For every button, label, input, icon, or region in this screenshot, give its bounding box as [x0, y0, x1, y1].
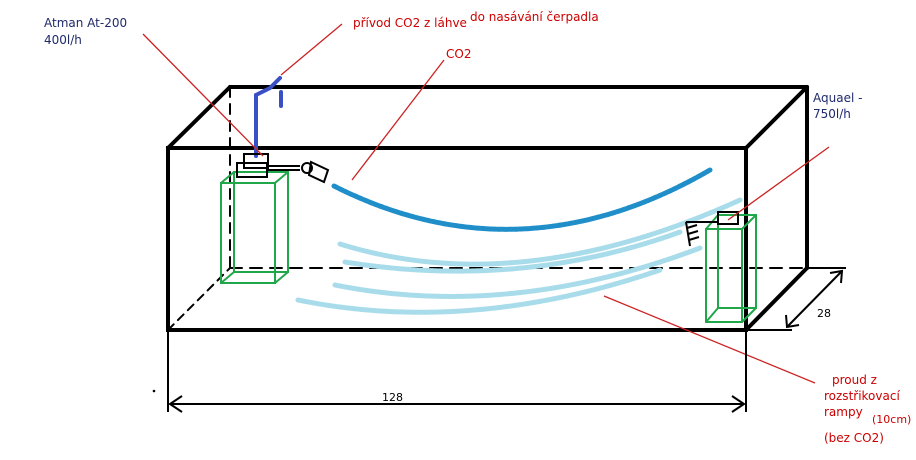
- co2-tube-body: [254, 76, 282, 158]
- co2-supply-leader: [280, 23, 343, 76]
- nozzle-cone: [307, 160, 330, 184]
- atman-label-line1: Atman At-200: [44, 16, 128, 30]
- flow-label-line1: proud z: [832, 373, 877, 387]
- flow-stream-2: [342, 229, 683, 274]
- annotation-lines: [142, 23, 830, 384]
- left-filter-edge-4: [274, 271, 289, 284]
- flow-leader: [603, 295, 816, 384]
- spray-jet-1: [686, 224, 698, 229]
- left-filter-front: [220, 182, 276, 284]
- flow-stream-3: [332, 245, 703, 299]
- aquael-label-line2: 750l/h: [813, 107, 851, 121]
- length-arrow-right: [731, 395, 746, 413]
- right-filter-front: [705, 228, 743, 323]
- front-face: [166, 146, 748, 332]
- co2-supply-tube: [254, 76, 283, 158]
- bottom-right-edge: [744, 266, 809, 332]
- water-flow: [295, 197, 743, 315]
- co2-supply-label: přívod CO2 z láhve: [353, 16, 467, 30]
- left-pump-head: [236, 153, 330, 184]
- flow-note-label: (bez CO2): [824, 431, 884, 445]
- depth-arrow-front: [785, 314, 800, 329]
- left-filter-edge-3: [220, 271, 235, 284]
- flow-stream-1: [337, 197, 743, 267]
- aquael-leader: [727, 146, 830, 221]
- flow-label-line3: rampy: [824, 405, 863, 419]
- pump-box-front: [236, 162, 268, 178]
- left-filter-edge-1: [220, 171, 235, 184]
- co2-stream-leader: [351, 59, 445, 181]
- pump-intake-label: do nasávání čerpadla: [470, 10, 599, 24]
- co2-label: CO2: [446, 47, 472, 61]
- depth-arrow-back: [829, 269, 844, 284]
- stray-dot: [152, 389, 156, 393]
- right-pump-box: [717, 211, 739, 225]
- aquarium-box: [166, 85, 809, 332]
- right-filter-edge-3: [705, 307, 719, 323]
- right-filter-edge-2: [741, 214, 757, 230]
- right-pump-head: [685, 211, 739, 247]
- left-filter-edge-2: [274, 171, 289, 184]
- atman-leader: [142, 33, 264, 157]
- length-dimension: [167, 332, 747, 413]
- hidden-bottom-left: [167, 267, 231, 331]
- depth-line: [786, 270, 843, 328]
- flow-stream-4: [295, 267, 663, 315]
- length-arrow-left: [168, 395, 183, 413]
- venturi-ring: [301, 162, 313, 174]
- right-filter-edge-4: [741, 307, 757, 323]
- depth-dimension: [748, 267, 846, 331]
- top-left-edge: [166, 85, 232, 150]
- left-filter: [220, 171, 289, 284]
- atman-label-line2: 400l/h: [44, 33, 82, 47]
- left-filter-back: [233, 171, 289, 273]
- pump-box-back: [243, 153, 269, 169]
- spray-jet-2: [687, 230, 699, 235]
- depth-dimension-label: 28: [817, 307, 831, 320]
- flow-size-label: (10cm): [872, 413, 912, 426]
- aquael-label-line1: Aquael -: [813, 91, 863, 105]
- co2-stream: [331, 167, 713, 232]
- length-dimension-label: 128: [382, 391, 403, 404]
- spray-jet-3: [688, 236, 700, 241]
- top-right-edge: [744, 85, 809, 150]
- flow-label-line2: rozstřikovací: [824, 389, 900, 403]
